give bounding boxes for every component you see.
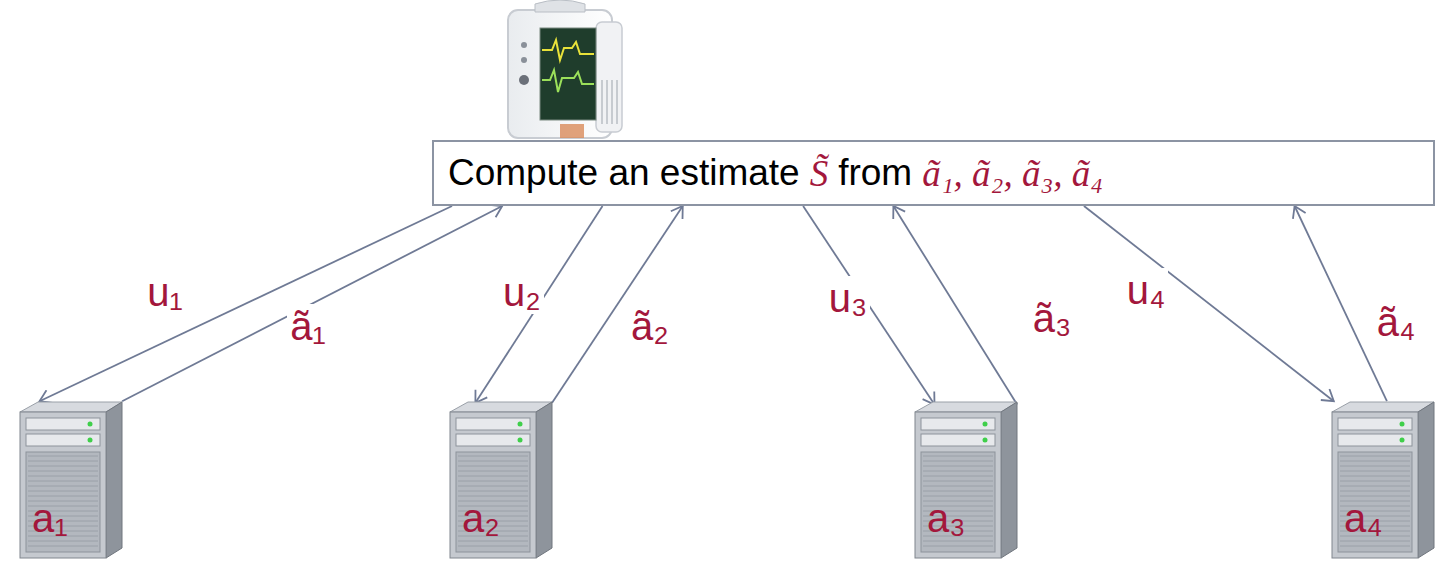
edge-label: u₃: [826, 276, 871, 320]
edge-label: u₁: [144, 270, 186, 314]
server-label: a₃: [927, 496, 966, 541]
connector-arrow: [122, 206, 502, 401]
server-label: a₂: [462, 496, 500, 541]
connector-arrow: [1084, 206, 1334, 401]
edge-label: u₂: [500, 270, 544, 314]
server-node: a₁: [10, 398, 128, 560]
edge-label: ã₂: [628, 304, 672, 348]
box-text: Compute an estimate: [448, 152, 800, 194]
server-node: a₂: [440, 398, 558, 560]
server-node: a₃: [905, 398, 1023, 560]
server-label: a₁: [32, 496, 68, 541]
edge-label: u₄: [1124, 268, 1169, 312]
server-node: a₄: [1322, 398, 1440, 560]
box-text: from: [838, 152, 912, 194]
connector-arrow: [475, 206, 602, 403]
connector-arrow: [40, 206, 453, 401]
math-symbol: ã₁, ã₂, ã₃, ã₄: [922, 152, 1103, 195]
connector-arrow: [893, 206, 1017, 404]
server-label: a₄: [1344, 496, 1383, 541]
edge-label: ã₁: [287, 304, 329, 348]
edge-label: ã₃: [1030, 296, 1075, 340]
edge-label: ã₄: [1374, 300, 1419, 344]
connector-arrow: [552, 206, 683, 403]
connector-arrow: [803, 206, 934, 404]
server-tower: [10, 398, 128, 560]
process-box: Compute an estimateS̃fromã₁, ã₂, ã₃, ã₄: [432, 140, 1435, 206]
math-symbol: S̃: [810, 152, 829, 195]
patient-monitor: [508, 0, 622, 138]
